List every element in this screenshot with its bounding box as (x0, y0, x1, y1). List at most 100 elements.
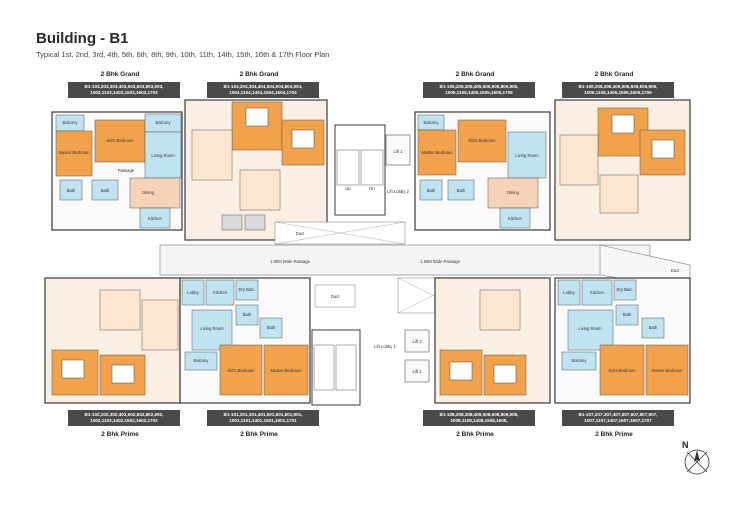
room-label: Balcony (156, 120, 172, 125)
dining-room (599, 174, 639, 214)
unit-numbers-box: B1-108,208,308,408,508,608,808,908,1008,… (423, 410, 535, 426)
room-label: Dry Balc. (617, 287, 634, 292)
lobby-room (181, 279, 205, 306)
lift-label: Lift 1 (412, 369, 422, 374)
unit-numbers-box: B1-101,201,301,401,501,601,801,901,1001,… (207, 410, 319, 426)
room-label: Bath (101, 188, 110, 193)
lobby-label: Lift Lobby 2 (387, 189, 409, 194)
room-label: Master Bedroom (652, 368, 683, 373)
unit-type-label: 2 Bhk Grand (594, 71, 634, 78)
room-label: Living Room (200, 326, 224, 331)
room-label: Kitchen (213, 290, 228, 295)
room-label: Balcony (572, 358, 588, 363)
room-label: Bath (67, 188, 76, 193)
living-room (479, 289, 521, 331)
unit-numbers-box: B1-107,207,307,407,507,607,807,907,1007,… (562, 410, 674, 426)
lift (385, 134, 411, 166)
passage-label: 1.50M Wide Passage (420, 259, 460, 264)
unit-bottom-1 (44, 277, 181, 404)
bed-furniture (611, 114, 635, 134)
balcony-room (184, 351, 218, 371)
room-label: Master Bedroom (59, 150, 90, 155)
lift (404, 329, 430, 353)
lift (404, 359, 430, 383)
kitchen-room (139, 207, 171, 229)
stair-label: Up (345, 186, 351, 191)
bath-room (615, 304, 639, 326)
room-label: Lobby (563, 290, 575, 295)
stair (336, 149, 360, 186)
core-top: Lift 1 Up Dn Lift Lobby 2 (334, 124, 411, 216)
room-label: Bath (649, 325, 658, 330)
dining-room (141, 299, 179, 351)
room-label: Kid's Bedroom (106, 138, 134, 143)
duct-label: Duct (331, 294, 340, 299)
living-room (191, 129, 233, 181)
dining-room (129, 177, 181, 209)
page-subtitle: Typical 1st, 2nd, 3rd, 4th, 5th, 6th, 8t… (36, 50, 330, 59)
room-label: Dining (507, 190, 520, 195)
room-label: Kid's Bedroom (608, 368, 636, 373)
bed-furniture (449, 361, 473, 381)
room-label: Kitchen (148, 216, 163, 221)
unit-top-2 (184, 99, 328, 241)
room-label: Dining (142, 190, 155, 195)
unit-top-1: Balcony Master Bedroom Kid's Bedroom Bal… (51, 111, 183, 231)
room-label: Balcony (424, 120, 440, 125)
room-label: Living Room (515, 153, 539, 158)
unit-type-label: 2 Bhk Grand (100, 71, 140, 78)
room-label: Balcony (194, 358, 210, 363)
north-compass-icon (684, 449, 710, 475)
dining-room (487, 177, 539, 209)
room-label: Master Bedroom (271, 368, 302, 373)
shaft (221, 214, 243, 231)
duct-top: Duct (274, 221, 406, 245)
room-label: Kitchen (590, 290, 605, 295)
shaft (244, 214, 266, 231)
bath-room (641, 317, 665, 339)
unit-numbers-box: B1-105,205,305,405,505,605,805,905,1005,… (423, 82, 535, 98)
room-label: Lobby (187, 290, 199, 295)
kitchen-room (581, 279, 613, 306)
lift-label: Lift 1 (393, 149, 403, 154)
unit-top-4 (554, 99, 691, 241)
bed-furniture (291, 129, 315, 149)
bath-room (259, 317, 283, 339)
master-bedroom-room (55, 130, 93, 177)
balcony-room (561, 351, 597, 371)
living-room (99, 289, 141, 331)
master-bedroom-room (645, 344, 689, 396)
bed-furniture (493, 364, 517, 384)
unit-numbers-box: B1-103,203,303,403,503,603,803,903,1003,… (68, 82, 180, 98)
bath-room (419, 179, 443, 201)
passage-label: 1.80M Wide Passage (270, 259, 310, 264)
dining-room (239, 169, 281, 211)
unit-type-label: 2 Bhk Prime (456, 431, 494, 438)
living-room (191, 309, 233, 351)
unit-numbers-box: B1-102,202,302,402,502,602,802,902,1002,… (68, 410, 180, 426)
unit-bottom-4: Lobby Kitchen Dry Balc. Living Room Bath… (554, 277, 691, 404)
kids-bedroom-room (219, 344, 263, 396)
room-label: Kid's Bedroom (468, 138, 496, 143)
central-passage (159, 244, 651, 276)
stair (360, 149, 384, 186)
north-label: N (682, 440, 689, 450)
room-label: Passage (118, 168, 135, 173)
unit-type-label: 2 Bhk Prime (595, 431, 633, 438)
living-room (559, 134, 599, 186)
unit-numbers-box: B1-106,206,306,406,506,606,806,906,1006,… (562, 82, 674, 98)
unit-type-label: 2 Bhk Grand (455, 71, 495, 78)
bath-room (91, 179, 119, 201)
dry-balcony-room (613, 279, 637, 301)
room-label: Dry Balc. (239, 287, 256, 292)
duct-label: Duct (671, 268, 680, 273)
kids-bedroom-room (599, 344, 645, 396)
kitchen-room (499, 207, 531, 229)
room-label: Living Room (151, 153, 175, 158)
core-bottom: Duct Lift Lobby 1 Lift 2 Lift 1 (311, 284, 430, 406)
unit-bottom-3 (434, 277, 551, 404)
living-room (144, 131, 182, 179)
room-label: Kid's Bedroom (227, 368, 255, 373)
page-title: Building - B1 (36, 30, 129, 47)
